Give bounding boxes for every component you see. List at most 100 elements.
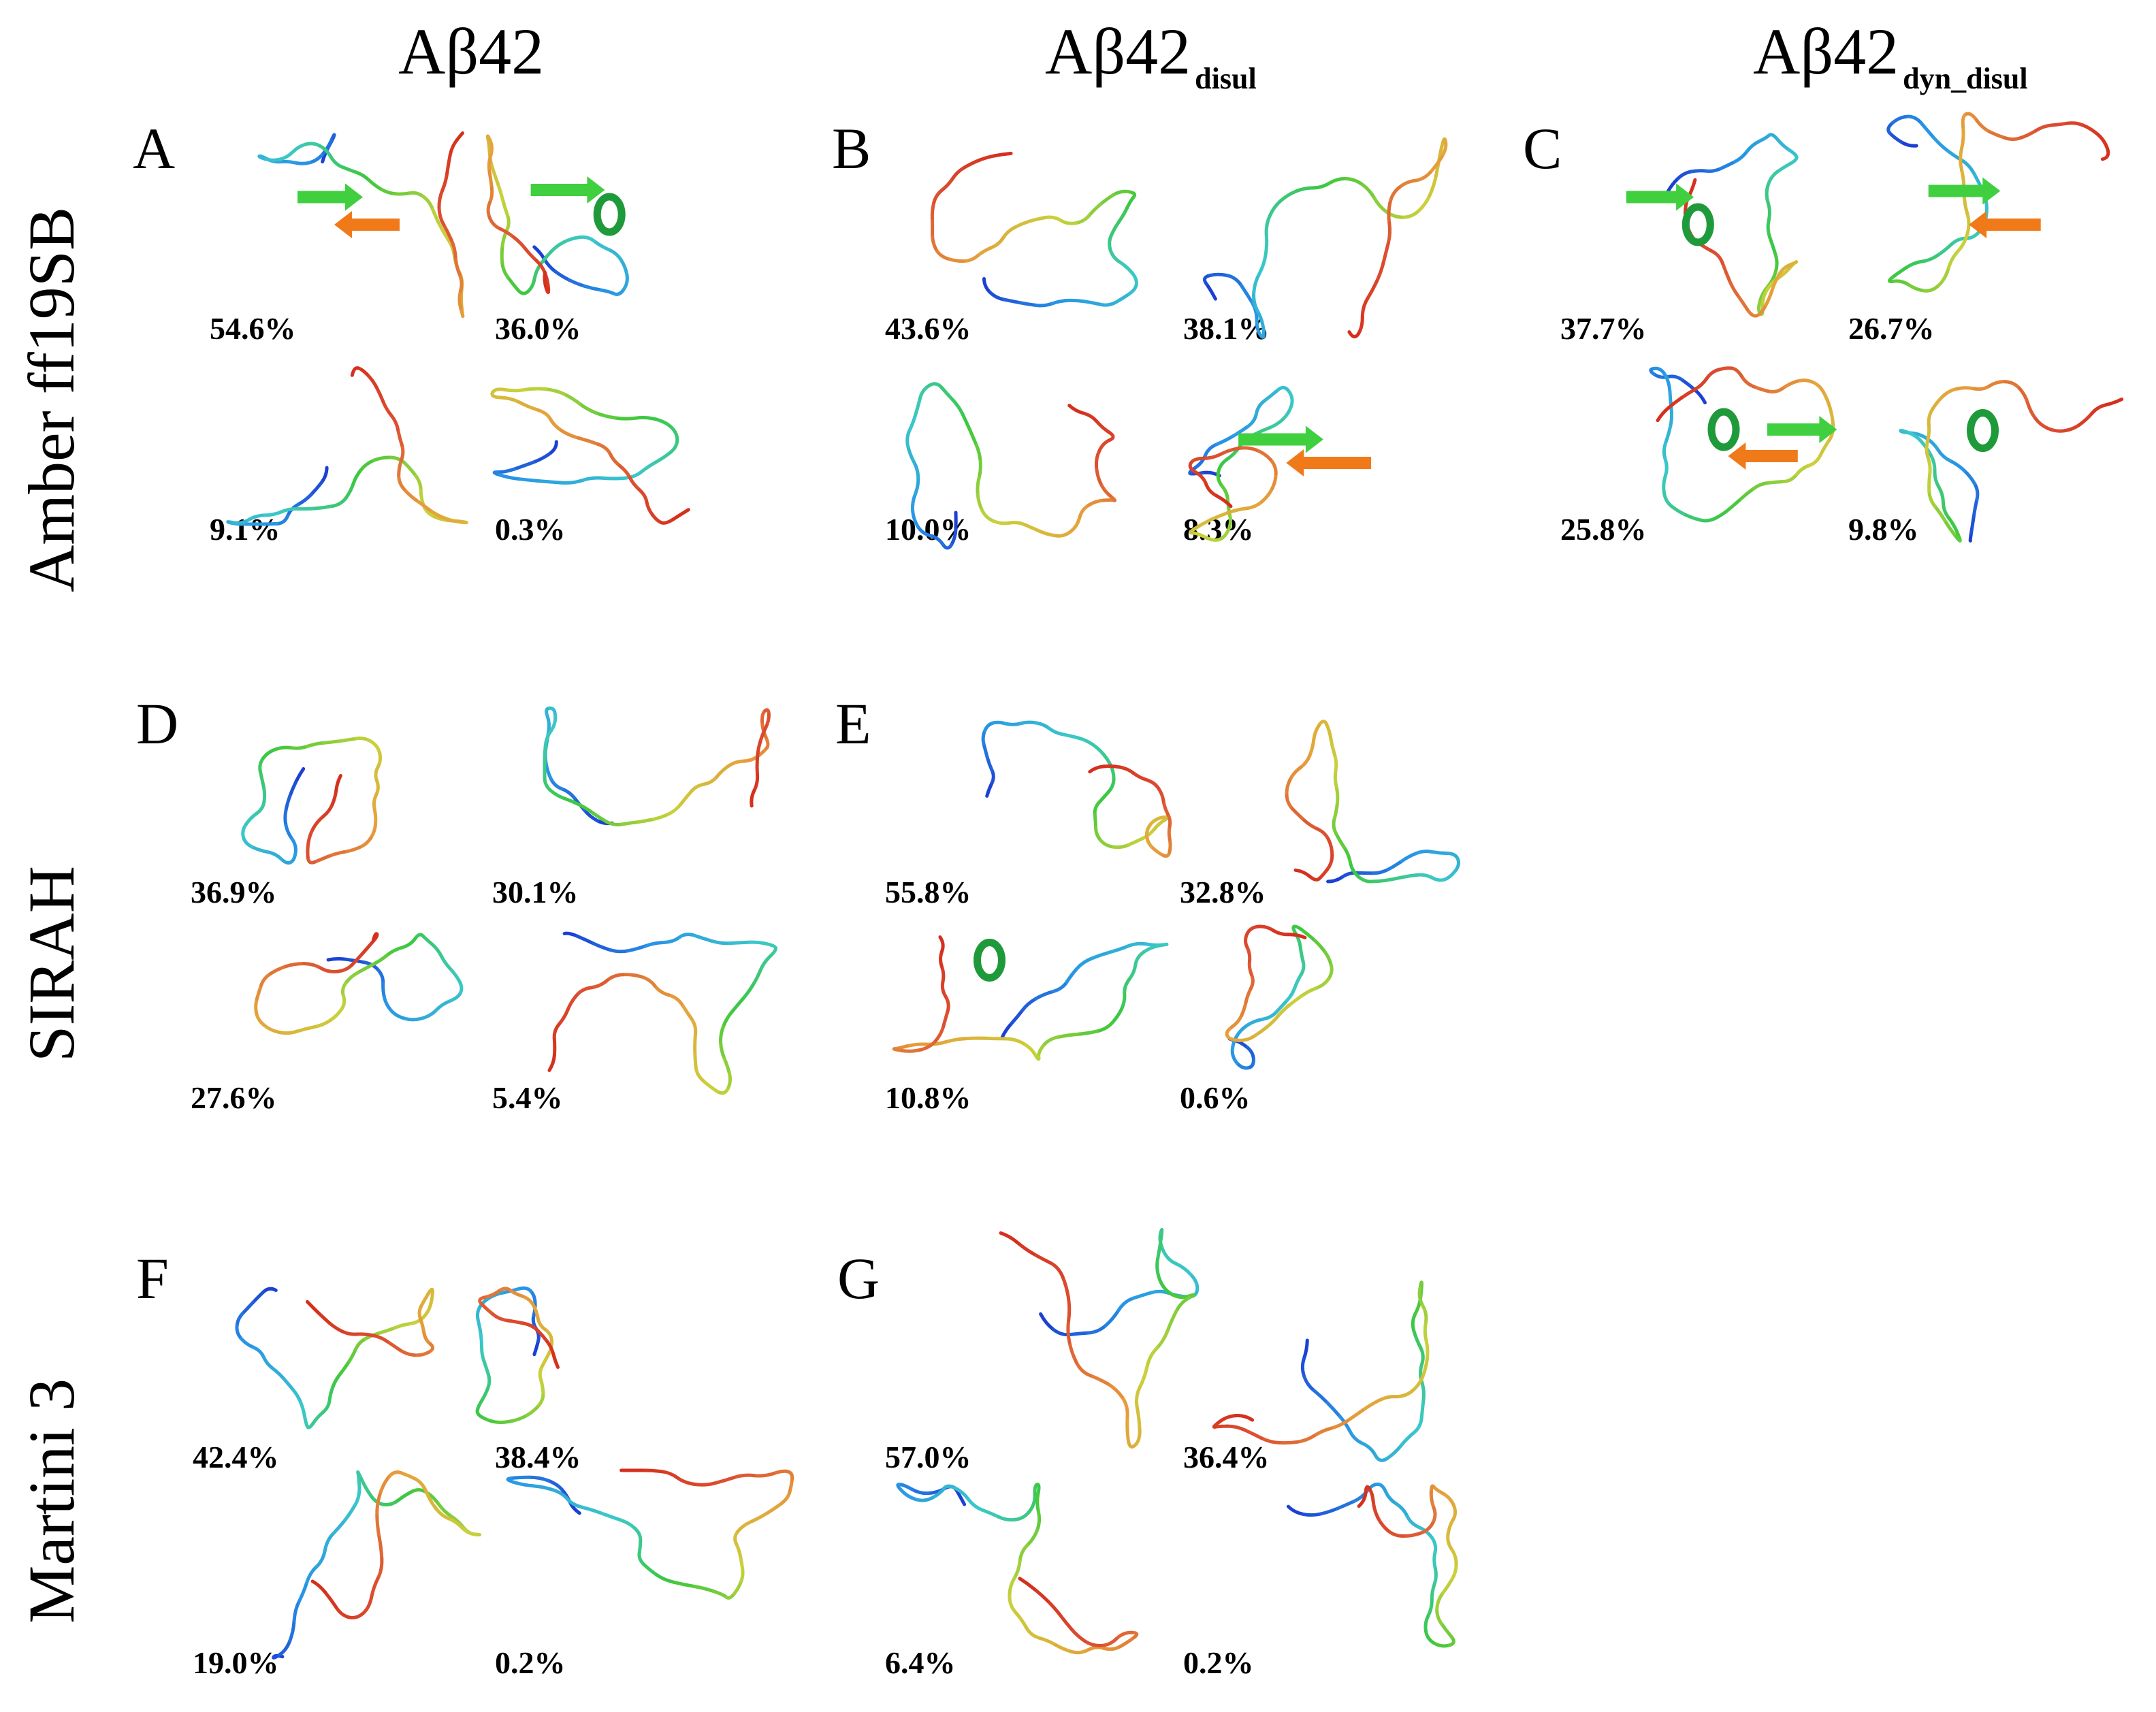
backbone-segment — [1920, 121, 1936, 140]
structure-cartoon — [892, 935, 1169, 1061]
backbone-segment — [1670, 504, 1688, 517]
backbone-segment — [504, 213, 511, 232]
backbone-segment — [1412, 1416, 1423, 1435]
structure-cartoon — [1886, 112, 2110, 293]
backbone-segment — [1127, 837, 1144, 847]
backbone-segment — [312, 854, 330, 864]
backbone-segment — [1752, 385, 1770, 393]
backbone-segment — [2065, 121, 2085, 127]
backbone-segment — [1424, 1339, 1430, 1361]
backbone-segment — [536, 408, 553, 421]
backbone-segment — [448, 990, 463, 1003]
backbone-segment — [1446, 1517, 1455, 1536]
backbone-segment — [266, 850, 283, 861]
backbone-segment — [1008, 521, 1027, 527]
backbone-segment — [961, 412, 971, 431]
backbone-segment — [637, 488, 649, 504]
backbone-segment — [1008, 1577, 1016, 1598]
backbone-segment — [1680, 378, 1696, 391]
backbone-segment — [288, 1619, 296, 1643]
backbone-segment — [1061, 732, 1080, 740]
alpha-helix-coil — [1967, 409, 1999, 452]
backbone-segment — [1240, 1000, 1248, 1018]
structure-cartoon — [1202, 137, 1448, 339]
backbone-segment — [930, 201, 936, 220]
backbone-segment — [1213, 1424, 1229, 1429]
backbone-segment — [1244, 500, 1264, 511]
backbone-segment — [488, 138, 494, 157]
backbone-segment — [1116, 1296, 1135, 1312]
backbone-segment — [1249, 973, 1255, 990]
percent-label: 19.0% — [193, 1645, 279, 1680]
backbone-segment — [378, 1476, 390, 1497]
backbone-segment — [771, 1469, 790, 1476]
backbone-segment — [1972, 497, 1979, 518]
percent-label: 9.1% — [210, 512, 280, 547]
backbone-segment — [1028, 216, 1048, 223]
backbone-segment — [617, 1517, 637, 1530]
backbone-segment — [732, 1580, 743, 1596]
backbone-segment — [1278, 189, 1298, 203]
backbone-segment — [482, 1359, 490, 1376]
backbone-segment — [982, 277, 992, 294]
backbone-segment — [1421, 1304, 1428, 1325]
backbone-segment — [1960, 125, 1965, 150]
backbone-segment — [1102, 1645, 1123, 1651]
backbone-segment — [715, 764, 731, 779]
beta-strand-arrow — [334, 211, 400, 238]
backbone-segment — [1328, 176, 1348, 185]
backbone-segment — [1270, 472, 1278, 491]
backbone-segment — [1325, 853, 1334, 872]
backbone-segment — [1752, 481, 1770, 491]
backbone-segment — [1332, 801, 1339, 821]
backbone-segment — [1271, 928, 1291, 937]
backbone-segment — [369, 739, 382, 755]
backbone-segment — [291, 142, 308, 154]
backbone-segment — [457, 289, 463, 310]
backbone-segment — [1263, 388, 1280, 402]
backbone-segment — [419, 1291, 431, 1308]
backbone-segment — [1807, 453, 1822, 468]
backbone-segment — [2004, 135, 2023, 142]
backbone-segment — [1411, 1311, 1417, 1332]
backbone-segment — [340, 995, 347, 1012]
backbone-segment — [513, 460, 535, 471]
backbone-segment — [722, 1010, 734, 1029]
backbone-segment — [1204, 442, 1219, 457]
backbone-segment — [1133, 950, 1146, 967]
backbone-segment — [1286, 1504, 1305, 1516]
backbone-segment — [1890, 114, 1910, 125]
structure-cartoon — [999, 1228, 1200, 1449]
backbone-segment — [1133, 1428, 1142, 1447]
backbone-segment — [739, 1567, 745, 1583]
backbone-segment — [1693, 388, 1707, 404]
backbone-segment — [455, 131, 464, 142]
backbone-segment — [1935, 242, 1953, 257]
backbone-segment — [403, 462, 418, 478]
backbone-segment — [1717, 366, 1734, 372]
backbone-segment — [950, 528, 958, 547]
backbone-segment — [1316, 827, 1331, 841]
backbone-segment — [1334, 784, 1340, 805]
percent-label: 43.6% — [885, 311, 971, 346]
backbone-segment — [2104, 398, 2124, 407]
backbone-segment — [291, 1388, 303, 1404]
backbone-segment — [736, 1519, 753, 1534]
backbone-segment — [344, 971, 359, 985]
backbone-segment — [1371, 867, 1390, 875]
backbone-segment — [963, 159, 981, 169]
backbone-segment — [241, 835, 254, 849]
backbone-segment — [728, 940, 750, 946]
backbone-segment — [445, 153, 452, 175]
backbone-segment — [1926, 456, 1932, 477]
backbone-segment — [1067, 1340, 1078, 1365]
backbone-segment — [549, 789, 566, 801]
backbone-segment — [750, 788, 756, 808]
backbone-segment — [261, 1355, 274, 1370]
backbone-segment — [393, 1322, 413, 1329]
backbone-segment — [385, 1339, 402, 1352]
backbone-segment — [1377, 1395, 1398, 1403]
backbone-segment — [328, 1007, 343, 1022]
backbone-segment — [1285, 986, 1297, 1003]
backbone-segment — [609, 948, 630, 954]
